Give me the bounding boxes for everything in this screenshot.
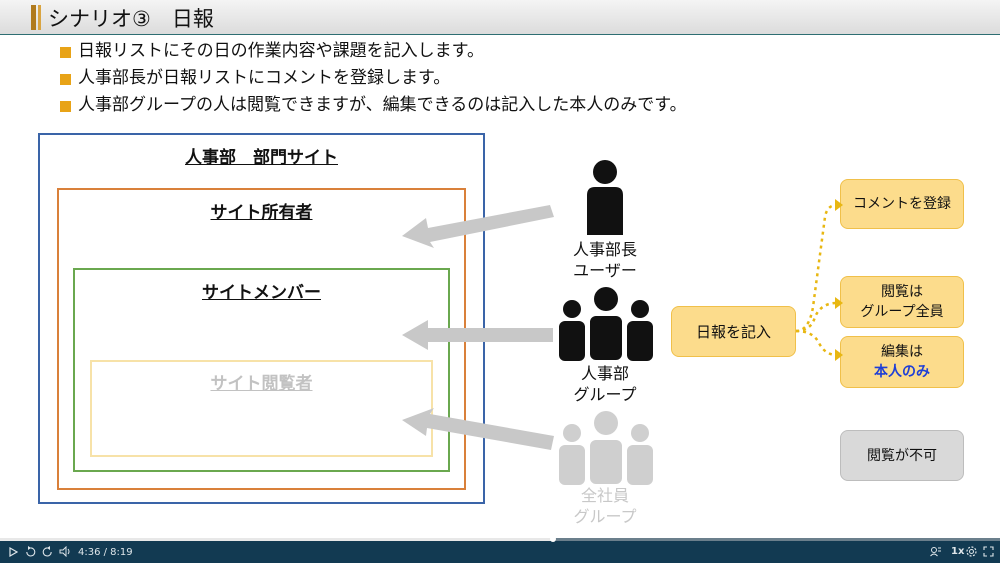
all-staff-label: 全社員 グループ [555,485,655,527]
bullet-item: 人事部長が日報リストにコメントを登録します。 [60,65,687,92]
progress-fill [0,538,553,541]
title-accent-light [38,5,41,30]
arrow-to-visitor [402,408,554,450]
site-visitor-box: サイト閲覧者 [90,360,433,457]
manager-label: 人事部長 ユーザー [555,239,655,281]
enter-report-box: 日報を記入 [671,306,796,357]
comment-text: コメントを登録 [853,196,951,212]
bullet-item: 日報リストにその日の作業内容や課題を記入します。 [60,38,687,65]
playback-time: 4:36 / 8:19 [78,547,133,558]
manager-person-icon [587,160,623,235]
forward-icon[interactable] [42,546,53,557]
speed-button[interactable]: 1x [951,546,965,557]
site-member-box: サイトメンバー [73,268,450,472]
group-people-icon [559,287,653,361]
dotted-connectors [795,199,843,361]
all-staff-label-line1: 全社員 [580,486,629,505]
no-view-text: 閲覧が不可 [867,447,937,464]
manager-label-line2: ユーザー [573,261,637,280]
view-all-line2: グループ全員 [860,304,944,320]
settings-icon[interactable] [966,546,977,557]
arrow-to-member [402,320,553,350]
edit-self-line1: 編集は [881,344,923,360]
site-member-label: サイトメンバー [202,283,321,303]
video-player-bar: 4:36 / 8:19 1x [0,536,1000,563]
site-owner-label: サイト所有者 [210,203,313,223]
all-staff-label-line2: グループ [573,507,637,526]
comment-box: コメントを登録 [840,179,964,229]
slide: シナリオ③ 日報 日報リストにその日の作業内容や課題を記入します。 人事部長が日… [0,0,1000,527]
department-site-label: 人事部 部門サイト [185,148,338,168]
slide-title: シナリオ③ 日報 [48,7,214,31]
department-site-box: 人事部 部門サイト [38,133,485,504]
title-accent [31,5,36,30]
captions-icon[interactable] [930,546,942,557]
manager-label-line1: 人事部長 [572,240,637,259]
no-view-box: 閲覧が不可 [840,430,964,481]
group-label-line1: 人事部 [580,364,629,383]
progress-track[interactable] [0,536,1000,542]
edit-self-line2: 本人のみ [874,364,930,380]
fullscreen-icon[interactable] [983,546,994,557]
group-label: 人事部 グループ [555,363,655,405]
group-label-line2: グループ [573,385,637,404]
edit-self-box: 編集は 本人のみ [840,336,964,388]
all-staff-people-icon [559,411,653,485]
title-bar: シナリオ③ 日報 [0,0,1000,35]
bullet-list: 日報リストにその日の作業内容や課題を記入します。 人事部長が日報リストにコメント… [60,38,687,119]
site-visitor-label: サイト閲覧者 [210,374,313,394]
arrow-to-owner [402,205,554,248]
enter-report-text: 日報を記入 [695,322,771,341]
play-icon[interactable] [9,547,18,557]
view-all-line1: 閲覧は [881,284,923,300]
bullet-item: 人事部グループの人は閲覧できますが、編集できるのは記入した本人のみです。 [60,92,687,119]
view-all-box: 閲覧は グループ全員 [840,276,964,328]
progress-knob[interactable] [550,536,556,542]
rewind-icon[interactable] [25,546,36,557]
volume-icon[interactable] [59,546,71,557]
